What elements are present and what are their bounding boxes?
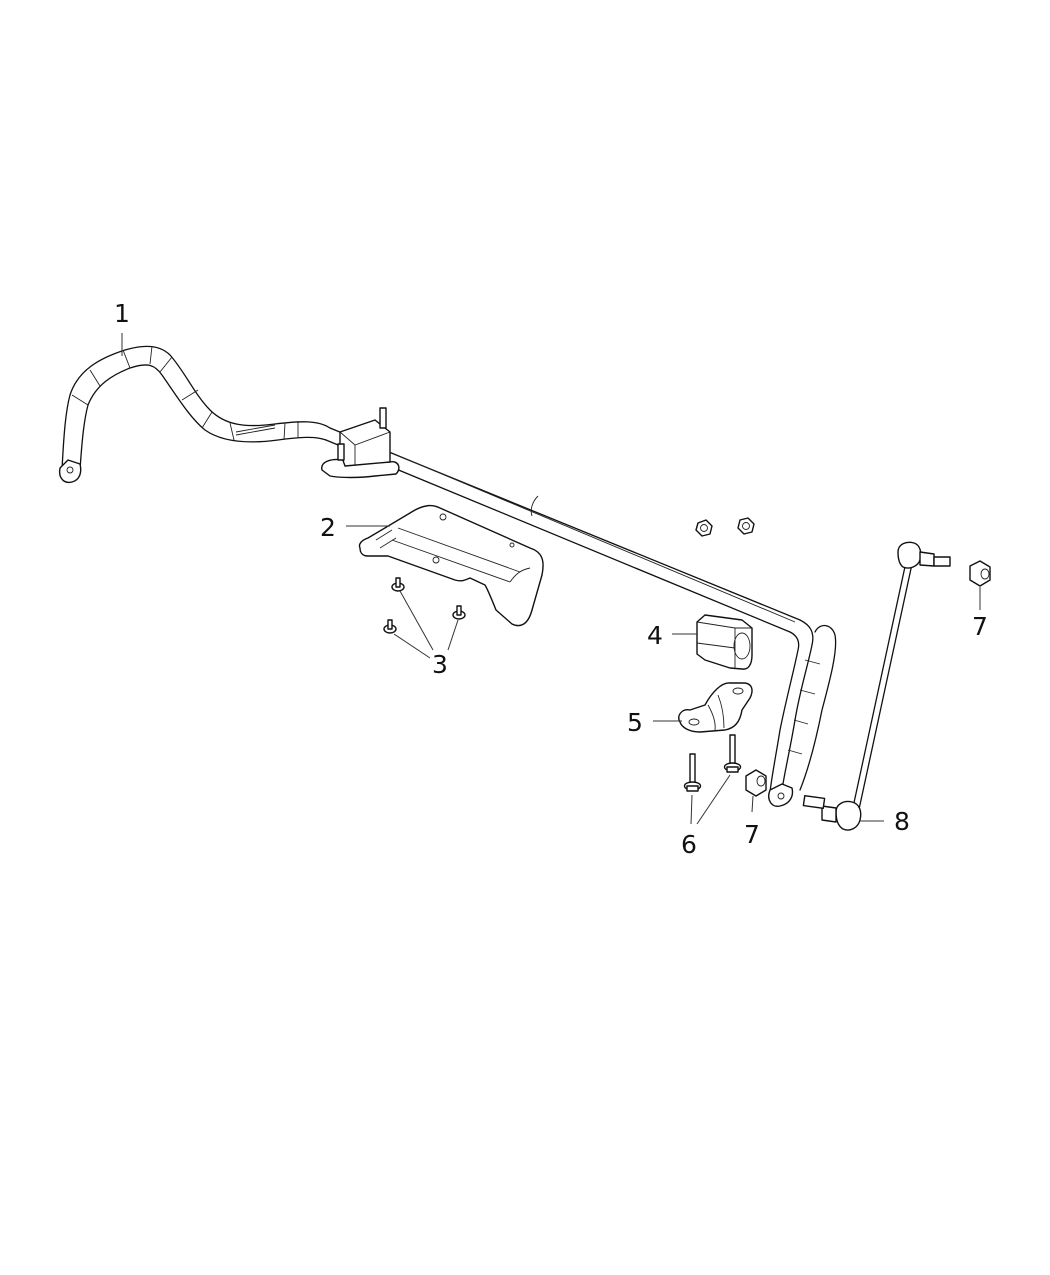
callout-2: 2 <box>320 513 336 542</box>
nut-lower[interactable] <box>745 769 767 797</box>
push-pins[interactable] <box>383 577 466 634</box>
callouts: 1 2 3 4 5 6 7 7 8 <box>114 299 988 859</box>
bolt[interactable] <box>723 734 742 773</box>
retainer-clamp[interactable] <box>678 682 753 733</box>
push-pin[interactable] <box>383 619 397 634</box>
callout-1: 1 <box>114 299 130 328</box>
callout-7-lower: 7 <box>744 820 760 849</box>
push-pin[interactable] <box>391 577 405 592</box>
bar-mount-clamp[interactable] <box>321 407 400 479</box>
bolts[interactable] <box>683 734 742 792</box>
callout-5: 5 <box>627 708 643 737</box>
center-nuts[interactable] <box>695 517 755 537</box>
heat-shield-bracket[interactable] <box>358 504 544 627</box>
bushing[interactable] <box>696 614 753 670</box>
callout-4: 4 <box>647 621 663 650</box>
callout-8: 8 <box>894 807 910 836</box>
callout-3: 3 <box>432 650 448 679</box>
nut-upper-right[interactable] <box>969 560 991 587</box>
stabilizer-bar[interactable] <box>58 345 837 807</box>
callout-7-upper: 7 <box>972 612 988 641</box>
bolt[interactable] <box>683 753 702 792</box>
callout-6: 6 <box>681 830 697 859</box>
leader-lines <box>121 333 981 825</box>
stabilizer-link[interactable] <box>802 541 951 831</box>
push-pin[interactable] <box>452 605 466 620</box>
